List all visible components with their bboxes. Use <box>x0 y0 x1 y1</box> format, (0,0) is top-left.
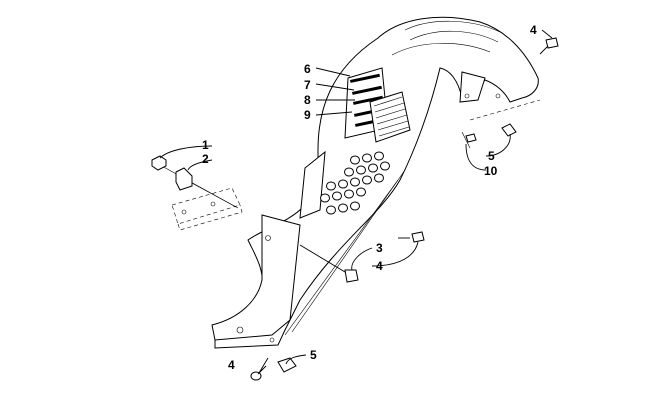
rivet-4-bottom <box>250 357 269 381</box>
callout-4-top: 4 <box>530 23 537 37</box>
callout-5-bottom: 5 <box>310 348 317 362</box>
rivet-4-top <box>539 37 559 55</box>
callout-10: 10 <box>484 164 498 178</box>
leader-lines <box>159 29 553 375</box>
vent-holes <box>320 151 390 215</box>
fastener-clip-2 <box>175 167 193 191</box>
fastener-nut-1 <box>151 155 167 171</box>
callout-8: 8 <box>304 93 311 107</box>
callout-7: 7 <box>304 78 311 92</box>
clip-5-bottom <box>277 357 297 373</box>
pin-10 <box>461 99 541 149</box>
decals <box>344 67 411 143</box>
callout-9: 9 <box>304 108 311 122</box>
callout-2: 2 <box>202 152 209 166</box>
callout-6: 6 <box>304 62 311 76</box>
clip-5-right <box>501 123 517 137</box>
callout-4-bottom: 4 <box>228 358 235 372</box>
mounting-rail <box>159 164 243 231</box>
callout-1: 1 <box>202 138 209 152</box>
rivet-4-mid <box>398 231 425 243</box>
bolt-3 <box>299 244 359 283</box>
callout-5-right: 5 <box>488 149 495 163</box>
callout-3: 3 <box>376 241 383 255</box>
callout-4-mid: 4 <box>376 259 383 273</box>
fender-assembly <box>211 16 539 349</box>
callout-labels: 1 2 3 4 4 4 5 5 6 7 8 9 10 <box>202 23 537 372</box>
